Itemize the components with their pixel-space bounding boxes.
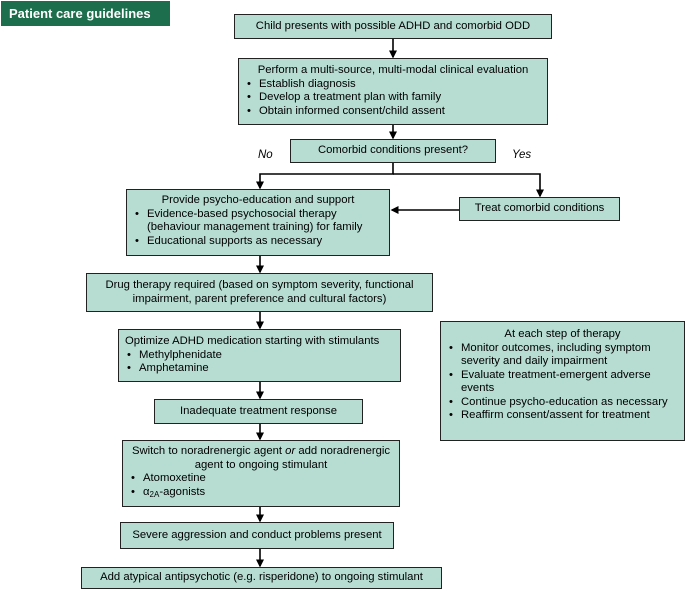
each-step-item: Monitor outcomes, including symptom seve… xyxy=(447,342,678,369)
evaluation-box: Perform a multi-source, multi-modal clin… xyxy=(238,58,548,125)
optimize-title: Optimize ADHD medication starting with s… xyxy=(125,335,380,347)
psychoeducation-item: Evidence-based psychosocial therapy (beh… xyxy=(133,208,383,235)
antipsychotic-text: Add atypical antipsychotic (e.g. risperi… xyxy=(100,571,423,583)
branch-line xyxy=(256,162,394,190)
header-tag: Patient care guidelines xyxy=(1,1,170,26)
drug-therapy-text: Drug therapy required (based on symptom … xyxy=(105,279,414,305)
start-text: Child presents with possible ADHD and co… xyxy=(255,20,531,32)
switch-title: Switch to noradrenergic agent or add nor… xyxy=(131,445,391,471)
branch-label-yes: Yes xyxy=(512,149,532,161)
each-step-item: Evaluate treatment-emergent adverse even… xyxy=(447,369,678,396)
evaluation-item: Develop a treatment plan with family xyxy=(245,91,541,105)
psychoeducation-title: Provide psycho-education and support xyxy=(161,194,355,206)
inadequate-text: Inadequate treatment response xyxy=(179,405,337,417)
evaluation-title: Perform a multi-source, multi-modal clin… xyxy=(257,64,529,76)
switch-item-atomoxetine: Atomoxetine xyxy=(129,472,393,486)
each-step-list: Monitor outcomes, including symptom seve… xyxy=(447,342,678,423)
branch-line-yes xyxy=(393,173,544,198)
switch-list: Atomoxetine α2A-agonists xyxy=(129,472,393,499)
branch-label-no: No xyxy=(258,149,273,161)
each-step-item: Reaffirm consent/assent for treatment xyxy=(447,409,678,423)
evaluation-item: Establish diagnosis xyxy=(245,78,541,92)
each-step-box: At each step of therapy Monitor outcomes… xyxy=(440,321,685,441)
inadequate-box: Inadequate treatment response xyxy=(154,399,363,424)
optimize-list: Methylphenidate Amphetamine xyxy=(125,349,394,376)
switch-box: Switch to noradrenergic agent or add nor… xyxy=(122,440,400,507)
severe-text: Severe aggression and conduct problems p… xyxy=(132,529,382,541)
psychoeducation-item: Educational supports as necessary xyxy=(133,235,383,249)
psychoeducation-list: Evidence-based psychosocial therapy (beh… xyxy=(133,208,383,249)
comorbid-question-box: Comorbid conditions present? xyxy=(290,139,496,163)
each-step-title: At each step of therapy xyxy=(504,328,621,340)
optimize-item: Amphetamine xyxy=(125,362,394,376)
comorbid-question-text: Comorbid conditions present? xyxy=(317,144,469,156)
severe-box: Severe aggression and conduct problems p… xyxy=(120,522,394,549)
start-box: Child presents with possible ADHD and co… xyxy=(234,14,552,39)
switch-item-alpha-agonists: α2A-agonists xyxy=(129,486,393,500)
optimize-item: Methylphenidate xyxy=(125,349,394,363)
psychoeducation-box: Provide psycho-education and support Evi… xyxy=(126,189,390,256)
evaluation-list: Establish diagnosis Develop a treatment … xyxy=(245,78,541,119)
drug-therapy-box: Drug therapy required (based on symptom … xyxy=(86,273,433,312)
evaluation-item: Obtain informed consent/child assent xyxy=(245,105,541,119)
treat-comorbid-box: Treat comorbid conditions xyxy=(459,197,620,221)
each-step-item: Continue psycho-education as necessary xyxy=(447,396,678,410)
antipsychotic-box: Add atypical antipsychotic (e.g. risperi… xyxy=(81,567,442,589)
optimize-box: Optimize ADHD medication starting with s… xyxy=(118,329,401,382)
treat-comorbid-text: Treat comorbid conditions xyxy=(474,202,605,214)
